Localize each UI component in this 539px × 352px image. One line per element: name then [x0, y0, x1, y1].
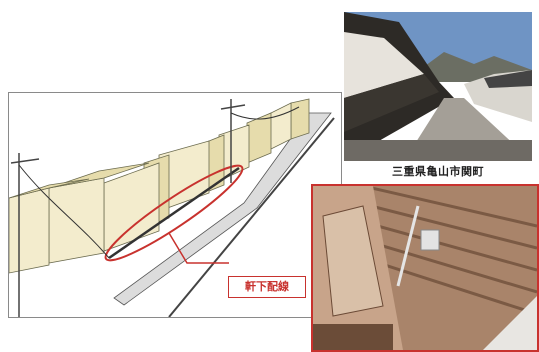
junction-box	[420, 229, 440, 251]
road-edge-line	[168, 117, 335, 317]
callout-connector	[168, 232, 229, 264]
callout-label: 軒下配線	[228, 276, 306, 298]
highlight-ellipse	[104, 164, 244, 262]
cable-conduit	[396, 205, 420, 287]
diagram-illustration	[9, 98, 341, 317]
rafters	[362, 186, 537, 316]
eaves-closeup-photo	[311, 184, 539, 352]
eave-cable	[108, 166, 240, 260]
street-photo	[344, 12, 532, 161]
eaves-wiring-diagram	[8, 92, 342, 318]
street-photo-caption: 三重県亀山市関町	[392, 165, 484, 178]
